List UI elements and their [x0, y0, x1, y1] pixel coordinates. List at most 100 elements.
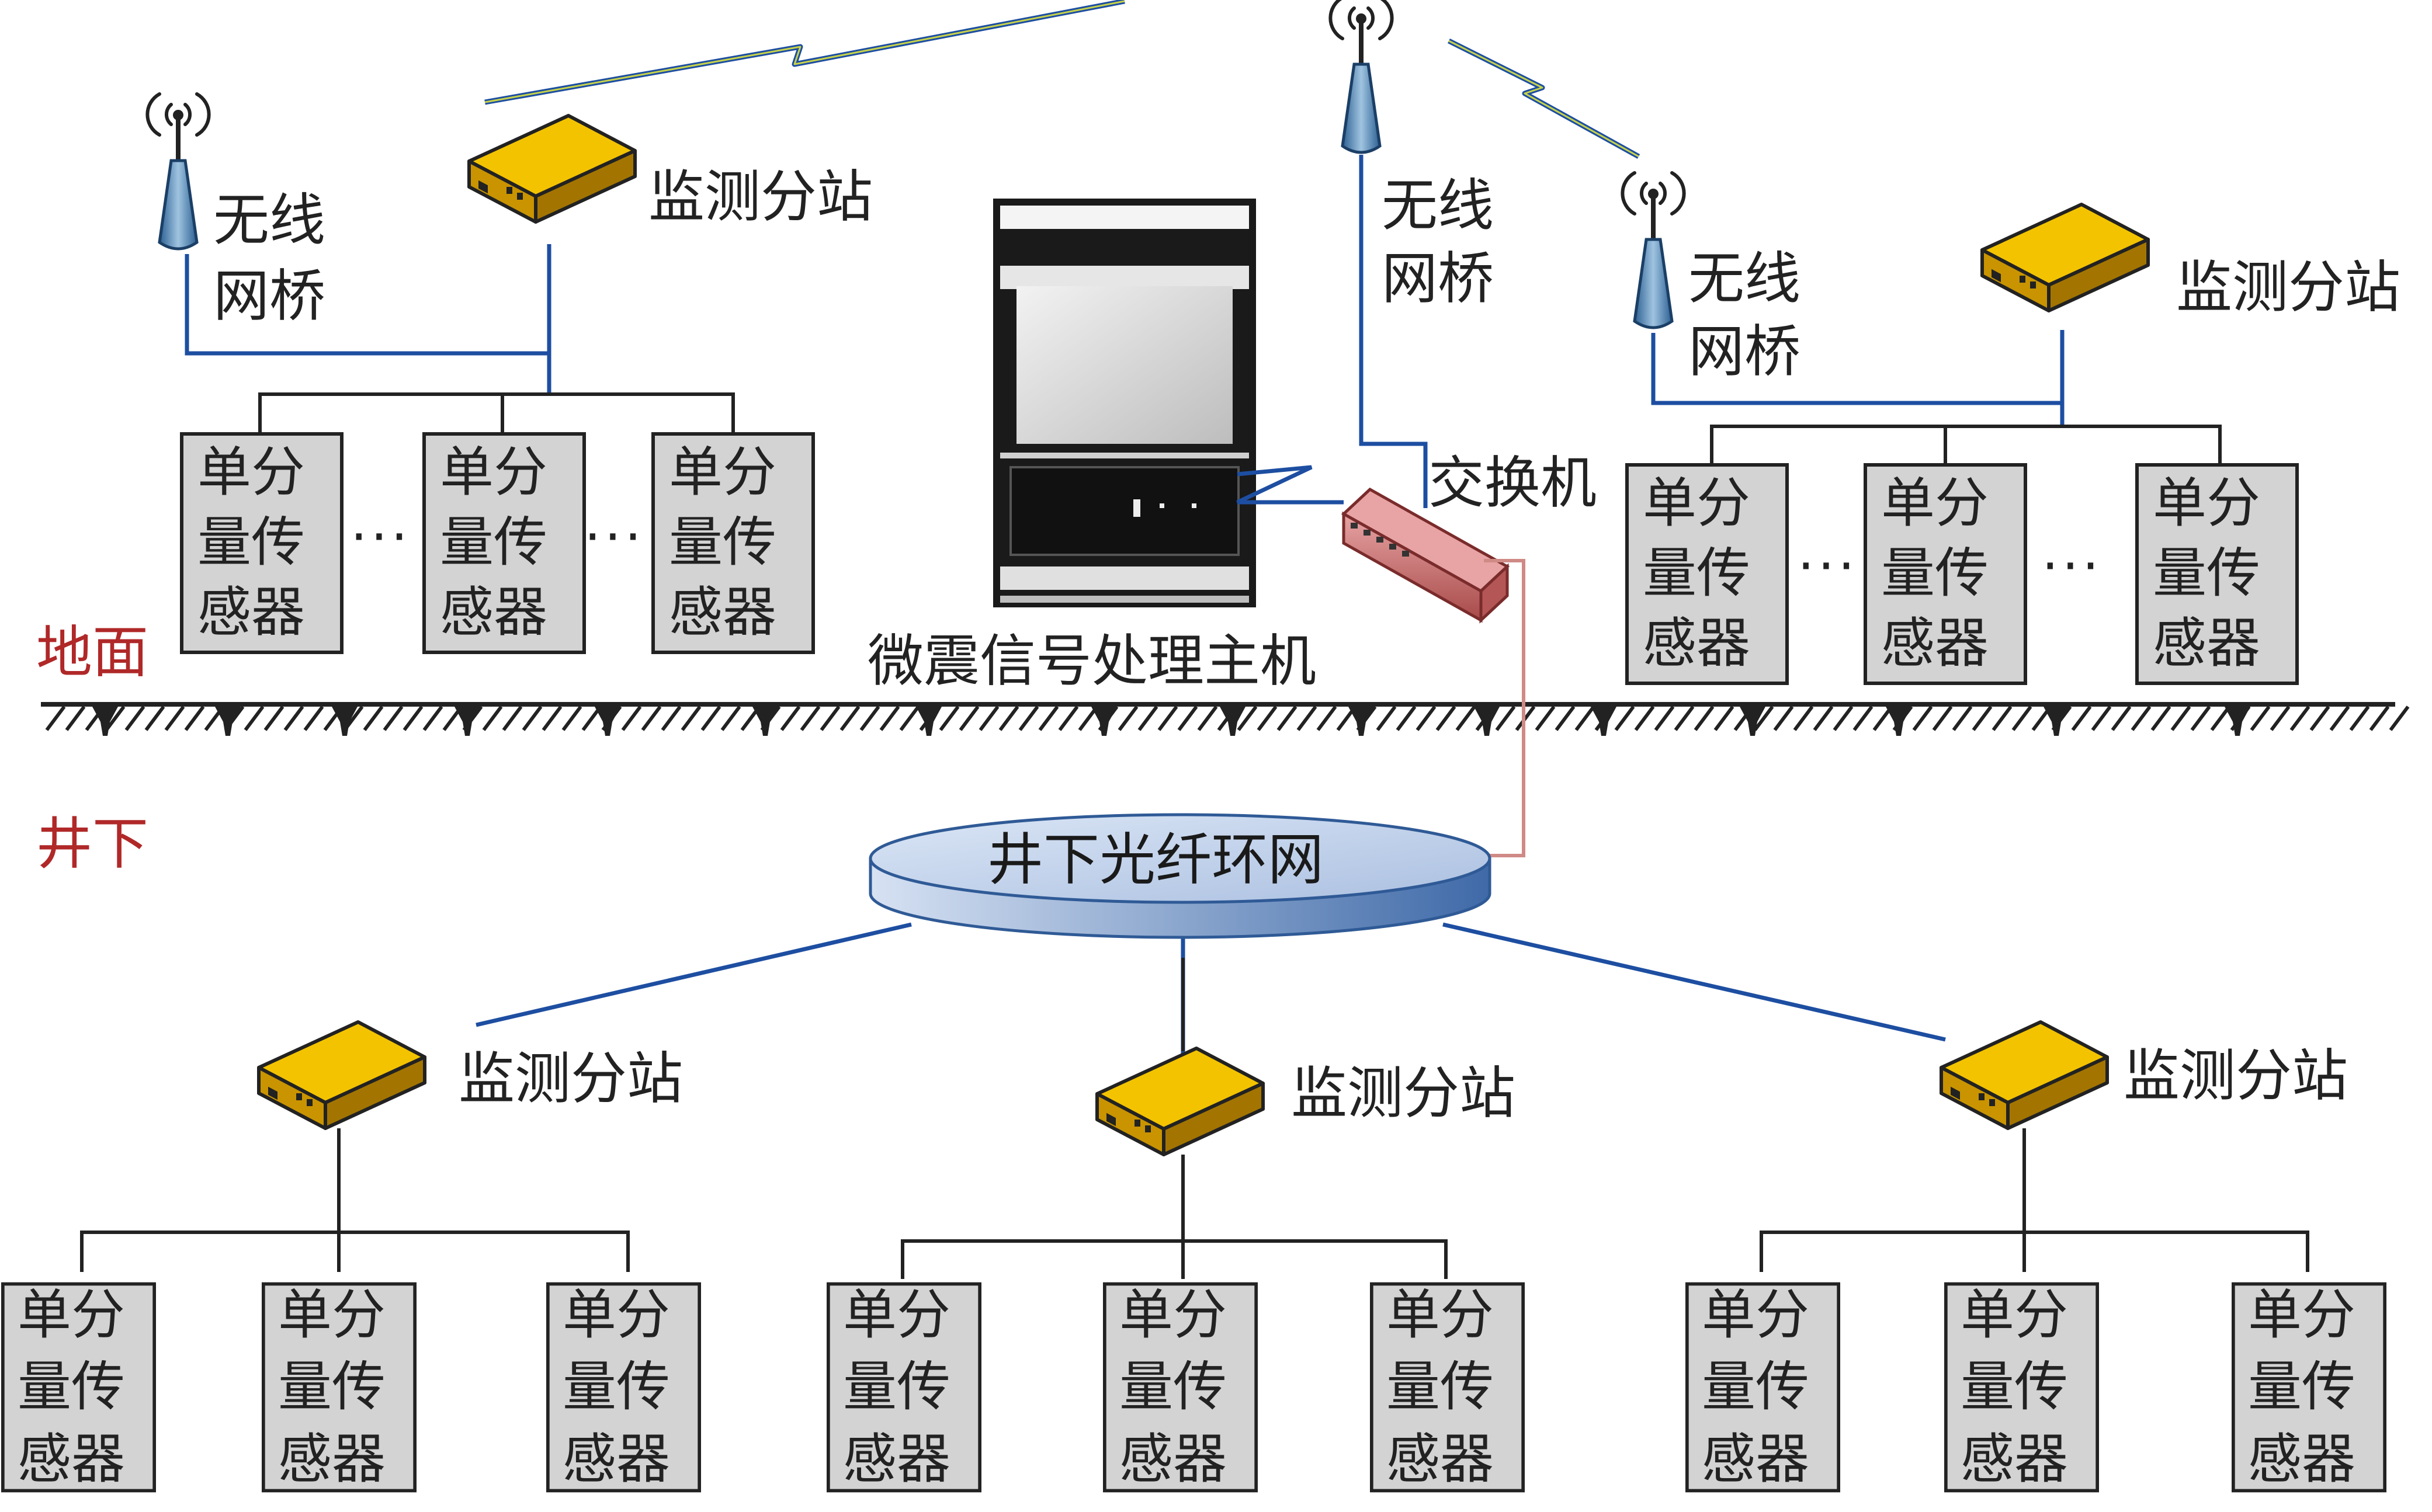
ground-anchor: [1220, 707, 1246, 736]
sensor-box: 单分 量传 感器: [2137, 465, 2297, 683]
ground-anchor: [1886, 707, 1911, 736]
sensor-label-line1: 单分: [278, 1284, 386, 1346]
sensor-box: 单分 量传 感器: [1105, 1284, 1256, 1490]
ring-network-label: 井下光纤环网: [987, 827, 1324, 892]
sensor-label-line3: 感器: [197, 581, 305, 644]
fiber-ring-network-icon: [869, 813, 1491, 939]
substation-label: 监测分站: [2176, 255, 2400, 320]
switch-ring-fiber-link: [1484, 559, 1525, 857]
sensor-label-line3: 感器: [563, 1428, 670, 1490]
sensor-label-line3: 感器: [2153, 612, 2260, 675]
sensor-box: 单分 量传 感器: [548, 1284, 699, 1490]
bus-bottom-center: [901, 1239, 1448, 1279]
sensor-group-bottom-right: 单分 量传 感器 单分 量传 感器 单分 量传 感器: [1687, 1284, 2385, 1490]
sensor-label-line3: 感器: [440, 581, 547, 644]
wireless-bridge-antenna-icon: [147, 94, 209, 249]
wireless-bridge-label-line1: 无线: [1382, 173, 1494, 238]
sensor-label-line1: 单分: [1961, 1284, 2068, 1346]
ground-zone-label: 地面: [36, 620, 148, 685]
sensor-label-line2: 量传: [1643, 542, 1750, 604]
sensor-label-line2: 量传: [440, 511, 547, 573]
ground-anchor: [455, 707, 480, 736]
sensor-label-line3: 感器: [2248, 1428, 2355, 1490]
sensor-label-line1: 单分: [563, 1284, 670, 1346]
ground-anchor: [1091, 707, 1117, 736]
link-lines-top-right: [1651, 330, 2065, 426]
sensor-label-line2: 量传: [2248, 1355, 2355, 1418]
sensor-box: 单分 量传 感器: [1687, 1284, 1838, 1490]
substation-box-icon: [469, 116, 635, 222]
sensor-label-line3: 感器: [18, 1428, 125, 1490]
bus-bottom-right: [1760, 1231, 2309, 1272]
sensor-label-line2: 量传: [278, 1355, 386, 1418]
host-switch-link: [1236, 465, 1344, 505]
sensor-box: 单分 量传 感器: [1372, 1284, 1523, 1490]
sensor-group-bottom-center: 单分 量传 感器 单分 量传 感器 单分 量传 感器: [828, 1284, 1523, 1490]
switch-icon: [1341, 487, 1510, 624]
sensor-label-line2: 量传: [2153, 542, 2260, 604]
sensor-label-line2: 量传: [1119, 1355, 1227, 1418]
sensor-label-line1: 单分: [843, 1284, 950, 1346]
sensor-label-line3: 感器: [1386, 1428, 1494, 1490]
sensor-label-line1: 单分: [1119, 1284, 1227, 1346]
sensor-label-line2: 量传: [563, 1355, 670, 1418]
sensor-group-top-right: 单分 量传 感器 ··· 单分 量传 感器 ··· 单分 量传 感器: [1627, 465, 2297, 683]
wireless-bridge-label-line1: 无线: [1688, 246, 1800, 311]
sensor-label-line3: 感器: [669, 581, 776, 644]
sensor-group-top-left: 单分 量传 感器 ··· 单分 量传 感器 ··· 单分 量传 感器: [182, 434, 813, 652]
ground-anchor: [92, 707, 118, 736]
sensor-label-line1: 单分: [669, 441, 776, 503]
substation-box-icon: [1941, 1022, 2107, 1128]
wireless-bridge-label-line2: 网桥: [213, 263, 325, 329]
sensor-label-line3: 感器: [278, 1428, 386, 1490]
sensor-label-line3: 感器: [843, 1428, 950, 1490]
sensor-box: 单分 量传 感器: [182, 434, 342, 652]
bus-bottom-left: [80, 1231, 630, 1272]
sensor-box: 单分 量传 感器: [1946, 1284, 2097, 1490]
sensor-label-line3: 感器: [1702, 1428, 1809, 1490]
ground-anchor: [332, 707, 358, 736]
sensor-label-line3: 感器: [1643, 612, 1750, 675]
sensor-box: 单分 量传 感器: [3, 1284, 154, 1490]
sensor-label-line1: 单分: [18, 1284, 125, 1346]
ground-anchor: [1474, 707, 1500, 736]
substation-box-icon: [1097, 1048, 1263, 1155]
substation-label: 监测分站: [2124, 1043, 2348, 1108]
sensor-label-line2: 量传: [1386, 1355, 1494, 1418]
wireless-bridge-label-line2: 网桥: [1688, 319, 1800, 384]
sensor-label-line3: 感器: [1961, 1428, 2068, 1490]
substation-label: 监测分站: [459, 1046, 683, 1111]
bus-top-left: [258, 392, 735, 432]
sensor-box: 单分 量传 感器: [424, 434, 584, 652]
sensor-box: 单分 量传 感器: [1627, 465, 1787, 683]
sensor-label-line2: 量传: [18, 1355, 125, 1418]
sensor-label-line1: 单分: [1386, 1284, 1494, 1346]
wireless-bridge-antenna-icon: [1330, 0, 1392, 152]
sensor-label-line1: 单分: [2153, 472, 2260, 534]
sensor-box: 单分 量传 感器: [653, 434, 813, 652]
substation-box-icon: [259, 1022, 425, 1128]
substation-label: 监测分站: [1291, 1061, 1515, 1126]
ground-surface: [41, 702, 2410, 736]
sensor-ellipsis: ···: [1798, 536, 1858, 597]
sensor-label-line1: 单分: [1702, 1284, 1809, 1346]
wireless-bridge-antenna-icon: [1622, 173, 1684, 328]
ground-anchor: [1348, 707, 1374, 736]
ground-anchor: [2044, 707, 2069, 736]
link-lines-top-left: [185, 244, 551, 394]
wireless-bridge-label-line2: 网桥: [1382, 246, 1494, 311]
ground-anchor: [595, 707, 620, 736]
underground-zone-label: 井下: [36, 811, 148, 877]
sensor-label-line1: 单分: [197, 441, 305, 503]
wireless-link-left: [484, 0, 1125, 105]
sensor-ellipsis: ···: [2042, 536, 2103, 597]
ring-branch-links: [476, 922, 1946, 1054]
ground-anchor: [1591, 707, 1616, 736]
sensor-ellipsis: ···: [351, 506, 411, 568]
wireless-bridge-label-line1: 无线: [213, 187, 325, 253]
sensor-label-line2: 量传: [1961, 1355, 2068, 1418]
sensor-label-line2: 量传: [669, 511, 776, 573]
sensor-label-line1: 单分: [440, 441, 547, 503]
antenna-switch-link: [1359, 155, 1428, 508]
